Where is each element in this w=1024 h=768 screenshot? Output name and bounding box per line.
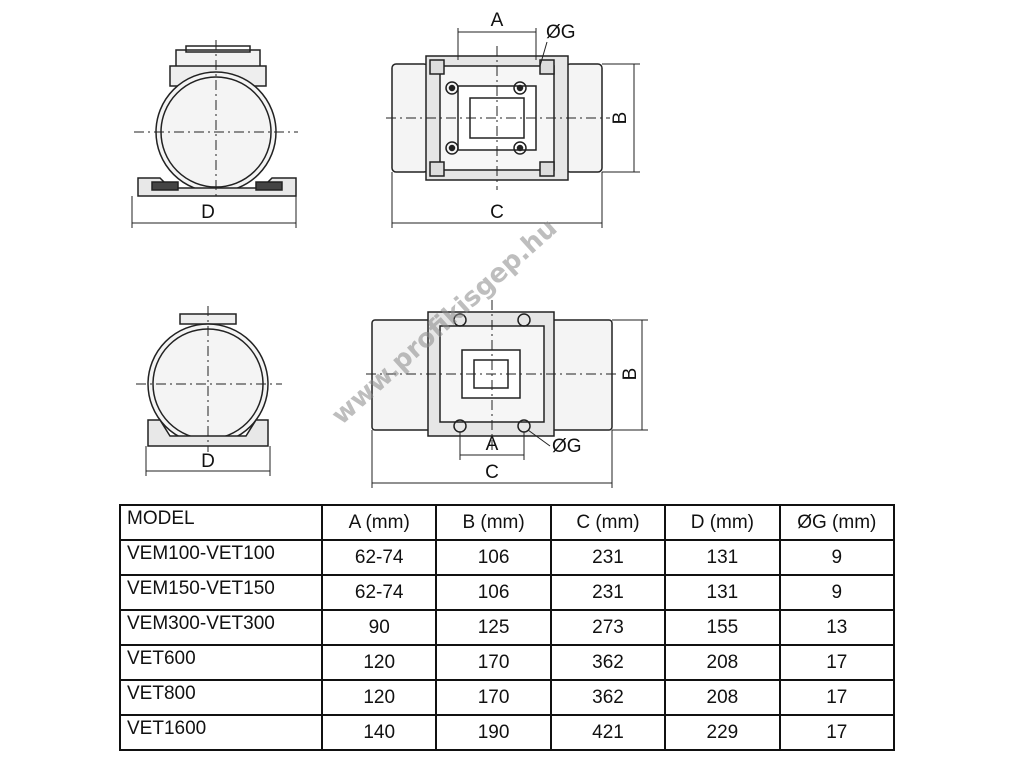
front-view-top: [131, 40, 298, 228]
table-cell: 190: [435, 714, 552, 751]
table-cell: 229: [664, 714, 781, 751]
dim-label-c: C: [485, 462, 499, 483]
table-cell: 125: [435, 609, 552, 646]
side-view-bottom: [366, 300, 648, 488]
model-cell: VET600: [119, 644, 323, 681]
table-cell: 273: [549, 609, 667, 646]
table-cell: 208: [664, 679, 781, 716]
dim-label-a: A: [491, 10, 504, 31]
dim-label-a: A: [486, 434, 499, 455]
table-header-cell: MODEL: [119, 504, 323, 541]
table-cell: 170: [435, 644, 552, 681]
table-cell: 13: [778, 609, 896, 646]
technical-drawing: D A ØG B C D A ØG B C www.profikisgep.hu: [131, 10, 648, 488]
table-cell: 9: [778, 574, 896, 611]
table-cell: 120: [320, 679, 438, 716]
table-header-cell: A (mm): [320, 504, 438, 541]
table-cell: 17: [778, 714, 896, 751]
table-cell: 90: [320, 609, 438, 646]
table-cell: 131: [664, 539, 781, 576]
model-cell: VEM300-VET300: [119, 609, 323, 646]
model-cell: VET1600: [119, 714, 323, 751]
dim-label-b: B: [610, 112, 631, 125]
table-cell: 120: [320, 644, 438, 681]
dim-label-d: D: [201, 202, 215, 223]
side-view-top: [386, 28, 640, 228]
table-header-cell: D (mm): [664, 504, 781, 541]
model-cell: VEM100-VET100: [119, 539, 323, 576]
table-cell: 17: [778, 644, 896, 681]
table-cell: 155: [664, 609, 781, 646]
front-view-bottom: [136, 306, 282, 476]
dim-label-c: C: [490, 202, 504, 223]
table-header-cell: ØG (mm): [778, 504, 896, 541]
table-cell: 140: [320, 714, 438, 751]
table-cell: 62-74: [320, 539, 438, 576]
table-header-cell: C (mm): [549, 504, 667, 541]
table-header-cell: B (mm): [435, 504, 552, 541]
table-cell: 231: [549, 574, 667, 611]
dim-label-g: ØG: [552, 436, 582, 457]
table-cell: 106: [435, 539, 552, 576]
table-cell: 208: [664, 644, 781, 681]
table-cell: 62-74: [320, 574, 438, 611]
dim-label-d: D: [201, 451, 215, 472]
model-cell: VET800: [119, 679, 323, 716]
table-cell: 231: [549, 539, 667, 576]
table-cell: 106: [435, 574, 552, 611]
table-cell: 170: [435, 679, 552, 716]
table-cell: 362: [549, 679, 667, 716]
dim-label-g: ØG: [546, 22, 576, 43]
table-cell: 362: [549, 644, 667, 681]
model-cell: VEM150-VET150: [119, 574, 323, 611]
table-cell: 131: [664, 574, 781, 611]
table-cell: 421: [549, 714, 667, 751]
table-cell: 9: [778, 539, 896, 576]
dim-label-b: B: [620, 368, 641, 381]
table-cell: 17: [778, 679, 896, 716]
